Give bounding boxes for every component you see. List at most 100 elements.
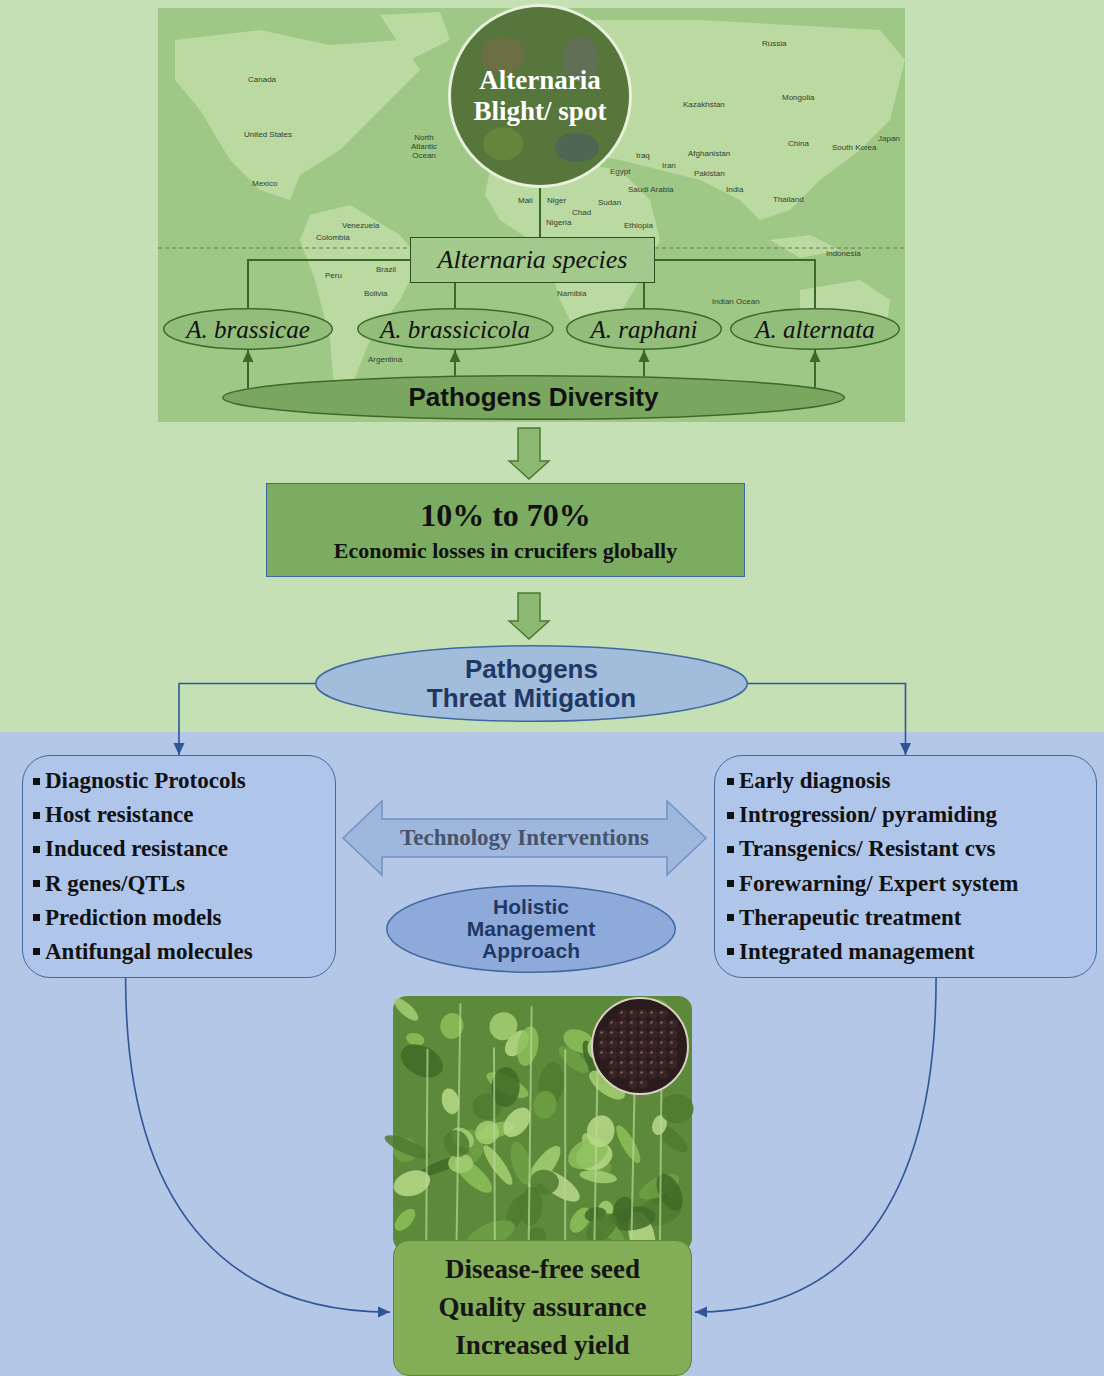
species-ellipse: A. brassicae	[163, 308, 333, 350]
list-row: Host resistance	[33, 798, 193, 832]
seed-grain	[598, 1029, 608, 1039]
map-label: China	[788, 140, 809, 149]
map-label: Iraq	[636, 152, 650, 161]
text-group: A. alternata	[755, 317, 874, 342]
node-text: Pathogens Threat Mitigation	[424, 655, 639, 712]
node-text: Holistic Management Approach	[461, 896, 601, 962]
map-label: Venezuela	[342, 222, 379, 231]
map-label: Mali	[518, 197, 533, 206]
seed-highlight	[650, 1011, 653, 1014]
map-label: Peru	[325, 272, 342, 281]
map-label: Bolivia	[364, 290, 388, 299]
seed-highlight	[650, 1031, 653, 1034]
map-label: Ethiopia	[624, 222, 653, 231]
bullet-mark	[727, 812, 734, 819]
seed-grain	[638, 1029, 648, 1039]
photo-ground	[393, 996, 692, 1252]
map-label: Nigeria	[546, 219, 571, 228]
seed-highlight	[670, 1041, 673, 1044]
node-text: 10% to 70%	[420, 497, 591, 534]
seed-grain	[668, 1019, 678, 1029]
plant-stem	[529, 1006, 532, 1250]
seed-grain	[658, 1029, 668, 1039]
seed-highlight	[620, 1071, 623, 1074]
seed-grain	[658, 1049, 668, 1059]
seed-highlight	[660, 1051, 663, 1054]
arrow-head	[243, 350, 254, 362]
plant-stem	[426, 1049, 427, 1250]
connector	[450, 350, 461, 376]
seed-highlight	[600, 1041, 603, 1044]
map-label: North Atlantic Ocean	[402, 134, 446, 160]
map-label: Pakistan	[694, 170, 725, 179]
text-group: Holistic Management Approach	[461, 896, 601, 962]
list-row: Transgenics/ Resistant cvs	[727, 832, 995, 866]
mitigation-ellipse: Pathogens Threat Mitigation	[315, 645, 748, 722]
list-row: Forewarning/ Expert system	[727, 867, 1018, 901]
node-text: Prediction models	[45, 901, 222, 935]
seed-grain	[618, 1059, 628, 1069]
map-label: India	[726, 186, 743, 195]
leaf-shape	[529, 1168, 560, 1195]
plant-stem	[493, 1048, 496, 1250]
seed-highlight	[650, 1041, 653, 1044]
double-arrow-banner: Technology Interventions	[342, 800, 707, 876]
connector-line	[126, 978, 390, 1312]
leaf-shape	[531, 1089, 559, 1121]
seed-grain	[628, 1009, 638, 1019]
seed-highlight	[670, 1061, 673, 1064]
seed-grain	[628, 1079, 638, 1089]
text-group: Diagnostic ProtocolsHost resistanceInduc…	[33, 764, 253, 968]
arrow-head	[639, 350, 650, 362]
bullet-mark	[33, 880, 40, 887]
node-text: Host resistance	[45, 798, 193, 832]
block-arrow	[509, 428, 549, 479]
seed-grain	[648, 1039, 658, 1049]
seed-highlight	[610, 1041, 613, 1044]
seed-highlight	[620, 1011, 623, 1014]
list-row: Diagnostic Protocols	[33, 764, 246, 798]
leaf-shape	[484, 1007, 523, 1046]
seed-highlight	[630, 1011, 633, 1014]
seed-highlight	[610, 1071, 613, 1074]
seed-highlight	[660, 1071, 663, 1074]
map-label: Russia	[762, 40, 786, 49]
seed-grain	[638, 1009, 648, 1019]
arrow-head	[450, 350, 461, 362]
connector-line	[179, 684, 315, 756]
map-label: Japan	[878, 135, 900, 144]
text-group: Alternaria Blight/ spot	[465, 65, 615, 127]
seed-grain	[618, 1009, 628, 1019]
seed-grain	[668, 1059, 678, 1069]
list-row: Induced resistance	[33, 832, 228, 866]
seed-grain	[618, 1039, 628, 1049]
map-label: Argentina	[368, 356, 402, 365]
list-row: R genes/QTLs	[33, 867, 185, 901]
text-group: A. brassicicola	[380, 317, 530, 342]
ellipse-shape	[164, 309, 333, 350]
map-land	[300, 205, 420, 400]
ellipse-shape	[316, 646, 748, 722]
node-text: Economic losses in crucifers globally	[334, 538, 677, 563]
bullet-mark	[33, 948, 40, 955]
seed-grain	[628, 1069, 638, 1079]
leaf-shape	[612, 1122, 644, 1166]
ellipse-shape	[567, 309, 722, 350]
approach-ellipse: Holistic Management Approach	[386, 885, 676, 973]
seed-grain	[638, 1069, 648, 1079]
connector	[810, 350, 821, 388]
seed-grain	[648, 1059, 658, 1069]
node-text: A. brassicae	[186, 317, 310, 342]
seed-grain	[608, 1019, 618, 1029]
photo-leaves	[382, 995, 695, 1264]
map-label: Mongolia	[782, 94, 814, 103]
list-row: Therapeutic treatment	[727, 901, 962, 935]
map-label: Thailand	[773, 196, 804, 205]
seed-grain	[608, 1039, 618, 1049]
photo-patch	[483, 127, 523, 160]
bullet-mark	[727, 914, 734, 921]
list-row: Integrated management	[727, 935, 975, 969]
leaf-shape	[395, 1038, 448, 1085]
bottom-band	[0, 732, 1104, 1376]
